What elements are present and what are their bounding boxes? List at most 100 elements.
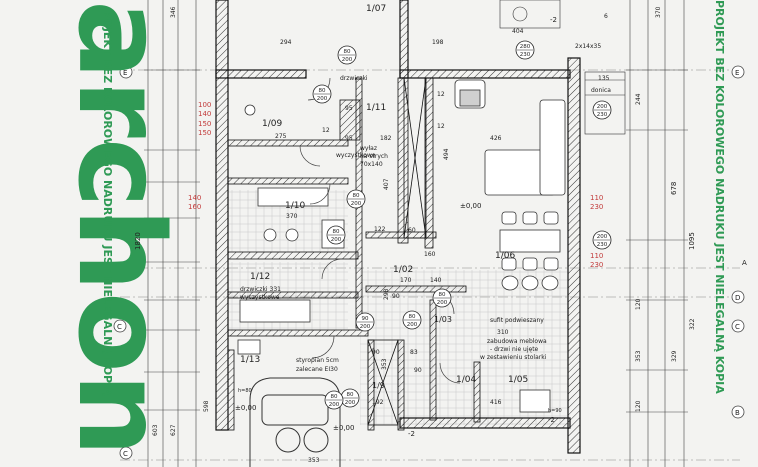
dim-322: 322 <box>689 318 696 330</box>
red-mark-230a: 230 <box>590 203 603 211</box>
room-1-9: 1/9 <box>372 381 385 390</box>
door-width: 280 <box>520 44 531 50</box>
door-width: 80 <box>331 394 338 400</box>
dim-160: 160 <box>424 251 436 258</box>
ventilation-shafts <box>367 77 427 426</box>
dim-603: 603 <box>152 424 159 436</box>
dim-83: 83 <box>410 349 418 356</box>
level-mark-3: ±0,00 <box>333 424 354 432</box>
note-zabudowa: zabudowa meblowa <box>487 338 547 345</box>
watermark-note-right: PROJEKT BEZ KOLOROWEGO NADRUKU JEST NIEL… <box>713 0 726 394</box>
room-1-13: 1/13 <box>240 355 260 365</box>
terrace-stairs <box>499 0 626 135</box>
note-sufit: sufit podwieszany <box>490 317 544 324</box>
car-outline <box>249 377 341 467</box>
axis-label-b-right: B <box>735 409 740 417</box>
dim-298: 298 <box>383 288 390 300</box>
dim-90b: 90 <box>414 367 422 374</box>
door-height: 200 <box>331 237 342 243</box>
dim-370: 370 <box>286 213 298 220</box>
door-width: 80 <box>344 49 351 55</box>
room-1-12: 1/12 <box>250 272 270 282</box>
red-mark-100: 100 <box>198 101 211 109</box>
door-height: 200 <box>317 96 328 102</box>
room-1-07: 1/07 <box>366 4 386 14</box>
dim-407: 407 <box>383 178 390 190</box>
red-mark-150b: 150 <box>198 129 211 137</box>
dim-120b: 120 <box>635 400 642 412</box>
dim-12b: 12 <box>437 123 445 130</box>
axis-label-c-bottom: C <box>123 450 128 458</box>
door-height: 200 <box>329 402 340 408</box>
red-mark-110b: 110 <box>590 252 603 260</box>
room-1-03: 1/03 <box>434 315 452 324</box>
axis-bubbles <box>113 65 745 460</box>
room-1-10: 1/10 <box>285 201 305 211</box>
note-wyczystkowe-1: wyczystkowe <box>336 152 376 159</box>
dim-182: 182 <box>380 135 392 142</box>
dim-416: 416 <box>490 399 502 406</box>
dim-1820: 1820 <box>134 232 142 250</box>
room-1-06: 1/06 <box>495 251 515 261</box>
door-width: 80 <box>353 193 360 199</box>
dim-12a: 12 <box>437 91 445 98</box>
dim-120a: 120 <box>635 298 642 310</box>
dining-table <box>499 211 561 291</box>
dim-90c: 90 <box>392 293 400 300</box>
exterior-walls <box>215 0 581 454</box>
room-1-04: 1/04 <box>456 375 476 385</box>
door-width: 200 <box>597 104 608 110</box>
note-styropian: styropian 5cm <box>296 357 339 364</box>
dim-2x14x35: 2x14x35 <box>575 43 601 50</box>
room-1-11: 1/11 <box>366 103 386 113</box>
dim-426: 426 <box>490 135 502 142</box>
door-height: 200 <box>351 201 362 207</box>
door-width: 80 <box>319 88 326 94</box>
door-tags: 8020080200802008020090200802008020080200… <box>312 40 612 410</box>
note-zestawieniu: w zestawieniu stolarki <box>480 354 547 361</box>
dim-244: 244 <box>635 93 642 105</box>
dim-60: 60 <box>408 227 416 234</box>
note-wylaz-size: 70x140 <box>360 161 383 168</box>
level-mark-4: -2 <box>550 16 557 24</box>
door-height: 230 <box>597 242 608 248</box>
note-zalecane: zalecane EI30 <box>296 366 338 373</box>
door-height: 200 <box>407 322 418 328</box>
door-width: 200 <box>597 234 608 240</box>
dim-12c: 12 <box>322 127 330 134</box>
door-height: 200 <box>342 57 353 63</box>
door-height: 230 <box>597 112 608 118</box>
note-wylaz: wyłaz <box>360 145 377 152</box>
note-donica: donica <box>591 87 611 94</box>
dim-627: 627 <box>170 424 177 436</box>
dim-90a: 90 <box>372 349 380 356</box>
watermark-note-left: ROJEKT BEZ KOLOROWEGO NADRUKU JEST NIELE… <box>101 10 114 396</box>
axis-label-c-right: C <box>735 323 740 331</box>
door-height: 230 <box>520 52 531 58</box>
level-mark-6: -2 <box>548 416 555 424</box>
watermark-right: PROJEKT BEZ KOLOROWEGO NADRUKU JEST NIEL… <box>713 0 758 457</box>
dim-135: 135 <box>598 75 610 82</box>
axis-label-e-right: E <box>735 69 739 77</box>
section-a-left: A <box>118 266 123 274</box>
note-drzwi: - drzwi nie ujęte <box>490 346 539 353</box>
watermark-archon-right: archon <box>754 0 758 457</box>
dim-1095: 1095 <box>688 232 696 250</box>
dim-6: 6 <box>604 13 608 20</box>
door-width: 80 <box>333 229 340 235</box>
level-mark-5: -2 <box>408 430 415 438</box>
note-hdoor: h=80 <box>238 388 252 394</box>
door-height: 200 <box>345 400 356 406</box>
dim-494: 494 <box>443 148 450 160</box>
red-mark-110a: 110 <box>590 194 603 202</box>
note-wyczystkowe-2: wyczystkowe <box>240 294 280 301</box>
dim-198: 198 <box>432 39 444 46</box>
red-mark-160: 160 <box>188 203 201 211</box>
red-mark-230b: 230 <box>590 261 603 269</box>
door-width: 80 <box>439 292 446 298</box>
note-na-strych: na strych <box>360 153 388 160</box>
dim-353a: 353 <box>381 358 388 370</box>
dim-404: 404 <box>512 28 524 35</box>
